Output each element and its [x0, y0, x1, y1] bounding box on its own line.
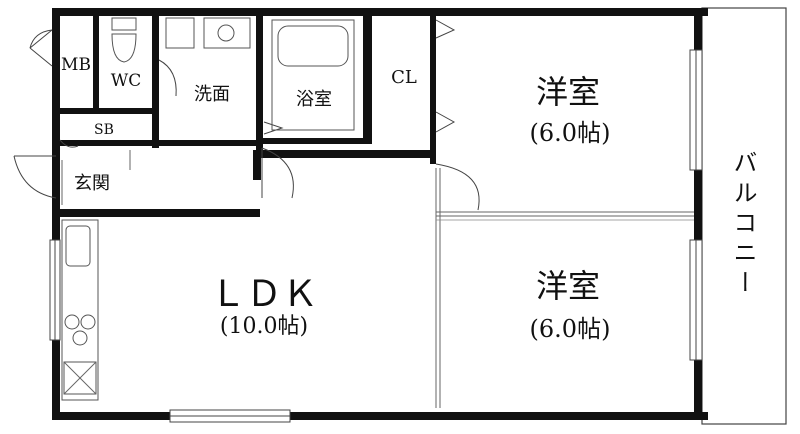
- room-name-youshitsu-1: 洋室: [536, 73, 600, 111]
- windows: [49, 49, 703, 423]
- room-label-sb: SB: [94, 122, 114, 138]
- fixtures: [61, 17, 355, 401]
- room-size-youshitsu-1: (6.0帖): [530, 119, 611, 147]
- room-label-wc: WC: [111, 71, 141, 91]
- room-label-mb: MB: [61, 55, 91, 75]
- room-label-genkan: 玄関: [74, 173, 110, 194]
- room-label-yokushitsu: 浴室: [296, 89, 332, 110]
- sliding-partitions: [435, 168, 694, 408]
- room-label-balcony: バルコニー: [729, 150, 757, 300]
- room-size-youshitsu-2: (6.0帖): [530, 315, 611, 343]
- balcony-area: [701, 7, 787, 425]
- room-size-ldk: (10.0帖): [220, 314, 308, 339]
- room-label-cl: CL: [391, 67, 417, 88]
- doors: [13, 19, 480, 211]
- room-name-ldk: ＬＤＫ: [210, 274, 318, 315]
- interior-walls: [56, 14, 436, 217]
- room-label-senmen: 洗面: [194, 84, 230, 105]
- room-name-youshitsu-2: 洋室: [536, 267, 600, 305]
